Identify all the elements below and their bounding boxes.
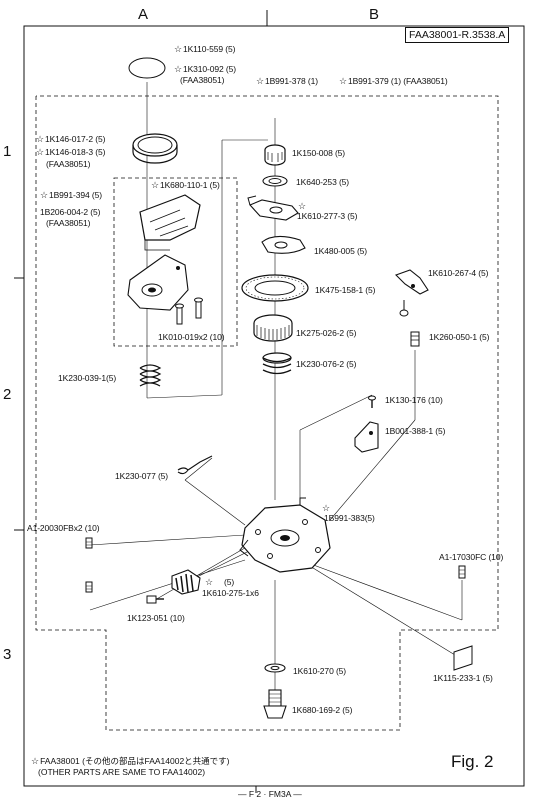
part-label: A1-17030FC (10) (439, 552, 504, 562)
hood-base-plate-part (127, 254, 189, 311)
dial-1k475-part (241, 274, 309, 302)
part-label: 1B206-004-2 (5) (40, 207, 101, 217)
lever-1k610-277-part (247, 195, 299, 221)
part-label: 1K230-076-2 (5) (296, 359, 357, 369)
spring-1k230-076-part (262, 352, 292, 375)
part-label: (FAA38051) (180, 75, 225, 85)
part-label: (FAA38051) (46, 159, 91, 169)
star-marker-icon: ☆ (322, 503, 330, 513)
part-label: ☆ (322, 503, 331, 513)
part-label: 1K230-039-1(5) (58, 373, 117, 383)
figure-label: Fig. 2 (451, 752, 494, 771)
column-marker-a: A (138, 6, 149, 23)
part-label: 1K680-169-2 (5) (292, 705, 353, 715)
part-label: ☆1B991-378 (1) (256, 76, 319, 86)
part-label: A1-20030FBx2 (10) (27, 523, 100, 533)
part-label: 1K260-050-1 (5) (429, 332, 490, 342)
star-marker-icon: ☆ (31, 756, 40, 766)
part-label: 1B001-388-1 (5) (385, 426, 446, 436)
part-label: ☆1K310-092 (5) (174, 64, 237, 74)
row-marker-1: 1 (3, 143, 12, 160)
part-label: 1K610-277-3 (5) (297, 211, 358, 221)
star-marker-icon: ☆ (151, 180, 159, 190)
screw-1k130-part (368, 395, 376, 408)
column-marker-b: B (369, 6, 380, 23)
part-label: 1K150-008 (5) (292, 148, 346, 158)
star-marker-icon: ☆ (40, 190, 48, 200)
part-label: 1K010-019x2 (10) (158, 332, 225, 342)
part-label: 1K640-253 (5) (296, 177, 350, 187)
part-label: 1K475-158-1 (5) (315, 285, 376, 295)
row-marker-2: 2 (3, 386, 12, 403)
part-label: ☆1K680-110-1 (5) (151, 180, 220, 190)
rewind-knob-disc-part (128, 57, 166, 79)
part-label: ☆1K146-017-2 (5) (36, 134, 106, 144)
part-label: ☆ (298, 201, 307, 211)
cam-plate-1k480-part (261, 235, 306, 254)
part-label: 1K480-005 (5) (314, 246, 368, 256)
part-label: ☆(5) (205, 577, 235, 587)
bracket-1b001-part (354, 421, 379, 453)
star-marker-icon: ☆ (339, 76, 347, 86)
star-marker-icon: ☆ (298, 201, 306, 211)
washer-1k610-270-part (264, 663, 286, 673)
part-label: 1K610-267-4 (5) (428, 268, 489, 278)
star-marker-icon: ☆ (205, 577, 213, 587)
screw-pair-part (175, 297, 203, 325)
lever-1k610-267-part (394, 269, 429, 317)
star-marker-icon: ☆ (36, 134, 44, 144)
part-label: 1K275-026-2 (5) (296, 328, 357, 338)
part-label: 1K230-077 (5) (115, 471, 169, 481)
part-label: ☆1B991-379 (1) (FAA38051) (339, 76, 448, 86)
screw-1k123-part (146, 595, 164, 604)
knob-ring-part (132, 133, 178, 164)
star-marker-icon: ☆ (36, 147, 44, 157)
part-label: 1K130-176 (10) (385, 395, 443, 405)
part-label: 1B991-383(5) (324, 513, 375, 523)
part-label: ☆1K110-559 (5) (174, 44, 236, 54)
part-label: (FAA38051) (46, 218, 91, 228)
screw-a1-17030-part (458, 565, 466, 579)
hood-cover-part (139, 194, 201, 251)
gear-1k275-part (253, 314, 293, 342)
part-label: 1K115-233-1 (5) (433, 673, 493, 683)
document-id: FAA38001-R.3538.A (405, 27, 510, 43)
plate-1k115-part (453, 645, 473, 671)
part-label: 1K610-270 (5) (293, 666, 347, 676)
spring-1k230-077-part (177, 455, 213, 475)
collar-1k150-part (264, 144, 286, 166)
washer-1k640-part (262, 175, 288, 187)
coil-spring-left-part (139, 364, 162, 387)
star-marker-icon: ☆ (174, 44, 182, 54)
footnote-line-2: (OTHER PARTS ARE SAME TO FAA14002) (38, 767, 206, 777)
part-label: 1K123-051 (10) (127, 613, 185, 623)
row-marker-3: 3 (3, 646, 12, 663)
ratchet-1k610-275-part (171, 569, 201, 595)
page-label: — F 2 · FM3A — (238, 789, 302, 799)
star-marker-icon: ☆ (174, 64, 182, 74)
pin-1k260-part (410, 331, 420, 347)
main-mechanism-base-part (239, 497, 331, 573)
part-label: ☆1B991-394 (5) (40, 190, 103, 200)
shaft-1k680-169-part (263, 689, 287, 719)
part-label: ☆1K146-018-3 (5) (36, 147, 106, 157)
part-label: 1K610-275-1x6 (202, 588, 259, 598)
screw-a1-20030-part (85, 537, 93, 593)
footnote-line-1: ☆FAA38001 (その他の部品はFAA14002と共通です) (31, 756, 230, 766)
star-marker-icon: ☆ (256, 76, 264, 86)
